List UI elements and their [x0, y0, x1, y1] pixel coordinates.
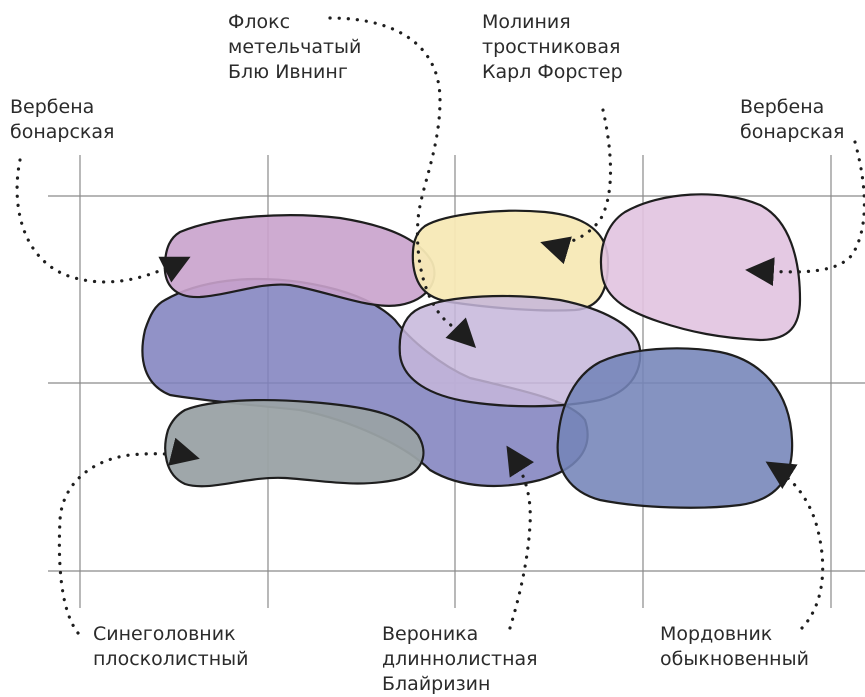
label-verbena-left-line-2: бонарская — [10, 120, 114, 145]
label-verbena-left-line-1: Вербена — [10, 95, 114, 120]
label-verbena-left: Вербена бонарская — [10, 95, 114, 145]
label-nepeta-line-2: плосколистный — [93, 647, 249, 672]
area-nepeta — [165, 400, 423, 486]
label-echinops-line-1: Мордовник — [660, 622, 809, 647]
label-phlox-line-3: Блю Ивнинг — [228, 60, 361, 85]
label-molinia-line-3: Карл Форстер — [482, 60, 623, 85]
label-verbena-right: Вербена бонарская — [740, 95, 844, 145]
label-veronica-line-2: длиннолистная — [382, 647, 538, 672]
label-verbena-right-line-2: бонарская — [740, 120, 844, 145]
label-nepeta-line-1: Синеголовник — [93, 622, 249, 647]
leader-verbena-left — [17, 160, 188, 282]
label-verbena-right-line-1: Вербена — [740, 95, 844, 120]
label-nepeta: Синеголовник плосколистный — [93, 622, 249, 672]
label-phlox-line-1: Флокс — [228, 10, 361, 35]
label-molinia-line-2: тростниковая — [482, 35, 623, 60]
label-phlox: Флокс метельчатый Блю Ивнинг — [228, 10, 361, 85]
label-echinops: Мордовник обыкновенный — [660, 622, 809, 672]
label-molinia-line-1: Молиния — [482, 10, 623, 35]
label-veronica-line-1: Вероника — [382, 622, 538, 647]
label-veronica-line-3: Блайризин — [382, 672, 538, 697]
area-echinops — [558, 348, 793, 507]
label-veronica: Вероника длиннолистная Блайризин — [382, 622, 538, 697]
label-echinops-line-2: обыкновенный — [660, 647, 809, 672]
label-molinia: Молиния тростниковая Карл Форстер — [482, 10, 623, 85]
area-verbena-right — [601, 194, 800, 340]
label-phlox-line-2: метельчатый — [228, 35, 361, 60]
